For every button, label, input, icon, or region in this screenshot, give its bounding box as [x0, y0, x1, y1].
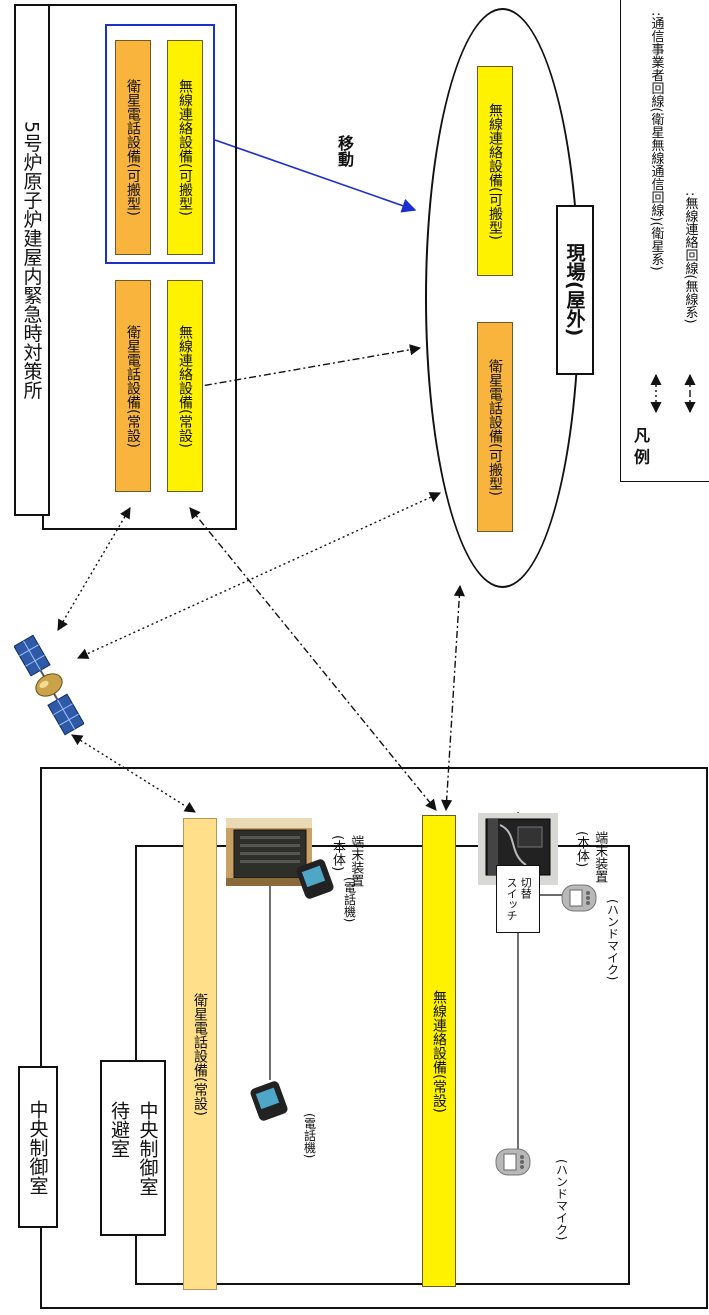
field-radio-portable: 無線連絡設備(可搬型): [477, 66, 513, 276]
ccr-title: 中央制御室: [18, 1066, 58, 1228]
ccr-radio-fixed: 無線連絡設備(常設): [422, 815, 456, 1287]
ccr-sat-phone-fixed: 衛星電話設備(常設): [183, 818, 217, 1290]
radio-line-b5-ccr: [189, 507, 437, 811]
sat-line-sat-ccr: [71, 734, 196, 813]
radio-fixed: 無線連絡設備(常設): [167, 280, 203, 492]
switch-box: 切替 スイッチ: [496, 865, 540, 933]
radio-terminal-label: 端末装置 (本体): [574, 831, 608, 883]
switch-label: 切替 スイッチ: [505, 877, 533, 921]
building5-title-box: 5号炉原子炉建屋内緊急時対策所: [14, 4, 50, 516]
legend-line1-label: :通信事業者回線(衛星無線通信回線)(衛星系): [648, 12, 664, 271]
phone-label-2: (電話機): [302, 1113, 317, 1159]
field-label: 現場(屋外): [556, 205, 594, 375]
legend-frame: [620, 0, 709, 482]
ccr-standby-title-box: 中央制御室 待避室: [100, 1060, 166, 1236]
ccr-frame: [40, 767, 708, 1309]
sat-phone-fixed: 衛星電話設備(常設): [115, 280, 151, 492]
handmic-label-1: (ハンドマイク): [605, 899, 620, 981]
radio-portable: 無線連絡設備(可搬型): [167, 40, 203, 255]
portable-group-frame: [105, 24, 215, 264]
radio-line-b5-field: [188, 344, 422, 392]
phone-icon-1: [296, 859, 334, 899]
move-label: 移動: [335, 135, 354, 167]
handmic-icon-2: [495, 1148, 531, 1176]
handmic-label-2: (ハンドマイク): [554, 1159, 569, 1241]
phone-icon-2: [250, 1081, 288, 1121]
field-sat-phone-portable: 衛星電話設備(可搬型): [477, 322, 513, 532]
sat-phone-portable: 衛星電話設備(可搬型): [115, 40, 151, 255]
legend-line2-label: :無線連絡回線(無線系): [682, 192, 698, 324]
satellite-icon: [14, 634, 84, 736]
phone-label-1: (電話機): [342, 877, 357, 923]
handmic-icon-1: [561, 884, 597, 912]
sat-terminal-label: 端末装置 (本体): [330, 835, 364, 887]
ccr-standby-title: 中央制御室 待避室: [108, 1100, 159, 1196]
move-arrow: [214, 139, 417, 213]
legend-title: 凡 例: [631, 427, 650, 465]
building5-title: 5号炉原子炉建屋内緊急時対策所: [20, 120, 43, 400]
